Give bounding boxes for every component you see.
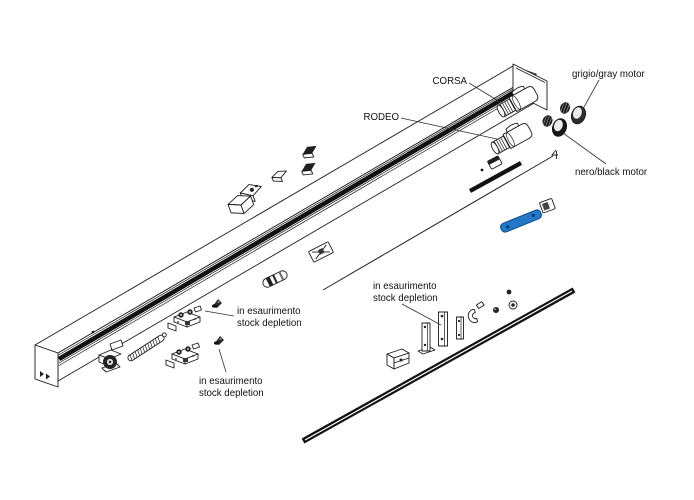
label-depletion-3: in esaurimento stock depletion bbox=[199, 348, 264, 399]
svg-text:in esaurimento: in esaurimento bbox=[373, 281, 437, 292]
svg-text:stock depletion: stock depletion bbox=[199, 388, 264, 399]
svg-text:in esaurimento: in esaurimento bbox=[199, 376, 263, 387]
glider-carriage-1 bbox=[167, 305, 202, 332]
wall-post-2 bbox=[438, 311, 448, 347]
label-corsa: CORSA bbox=[433, 76, 501, 103]
mounting-rod bbox=[468, 161, 523, 193]
label-black-motor: nero/black motor bbox=[562, 132, 648, 178]
clip-part-3 bbox=[271, 170, 287, 182]
main-rail-track bbox=[34, 65, 537, 388]
svg-text:stock depletion: stock depletion bbox=[373, 293, 438, 304]
wall-post-3 bbox=[456, 316, 464, 340]
rail-left-end-cap bbox=[34, 344, 59, 388]
label-rodeo: RODEO bbox=[363, 112, 498, 140]
screw-small bbox=[493, 307, 499, 313]
glider-carriage-2 bbox=[165, 342, 200, 369]
end-stop-bracket bbox=[386, 348, 410, 370]
gray-motor-disc bbox=[571, 105, 586, 125]
channel-bracket bbox=[227, 195, 255, 214]
svg-text:grigio/gray motor: grigio/gray motor bbox=[572, 69, 645, 80]
chain-coil bbox=[127, 332, 167, 362]
roller-cylinder bbox=[262, 270, 288, 288]
pulley-assembly bbox=[98, 339, 124, 373]
nut-small bbox=[506, 289, 512, 295]
wall-post-1 bbox=[417, 322, 436, 355]
bolt-1 bbox=[211, 299, 222, 308]
cord-clip bbox=[487, 155, 503, 170]
tiny-dot bbox=[91, 330, 95, 334]
label-gray-motor: grigio/gray motor bbox=[572, 69, 645, 108]
black-motor-knob bbox=[542, 115, 553, 127]
svg-text:in esaurimento: in esaurimento bbox=[237, 306, 301, 317]
motor-assembly-upper bbox=[496, 85, 539, 118]
bottom-profile-rail bbox=[301, 287, 576, 444]
clip-part-2 bbox=[301, 162, 316, 176]
svg-text:RODEO: RODEO bbox=[363, 112, 399, 123]
svg-text:nero/black motor: nero/black motor bbox=[575, 167, 648, 178]
blue-spacer-plate bbox=[500, 209, 542, 233]
bolt-2 bbox=[213, 336, 224, 345]
black-motor-disc bbox=[552, 118, 567, 137]
small-dot bbox=[480, 168, 484, 172]
label-depletion-1: in esaurimento stock depletion bbox=[373, 281, 442, 326]
svg-text:stock depletion: stock depletion bbox=[237, 318, 302, 329]
label-depletion-2: in esaurimento stock depletion bbox=[204, 306, 302, 329]
svg-text:CORSA: CORSA bbox=[433, 76, 468, 87]
belt-clamp bbox=[308, 241, 334, 263]
gray-motor-knob bbox=[559, 102, 571, 114]
corner-bracket bbox=[539, 198, 556, 214]
pull-cord bbox=[322, 149, 558, 291]
clip-part-1 bbox=[302, 145, 317, 159]
nut-large bbox=[508, 300, 518, 310]
c-clip bbox=[467, 301, 485, 324]
motor-assembly-lower bbox=[490, 122, 533, 155]
